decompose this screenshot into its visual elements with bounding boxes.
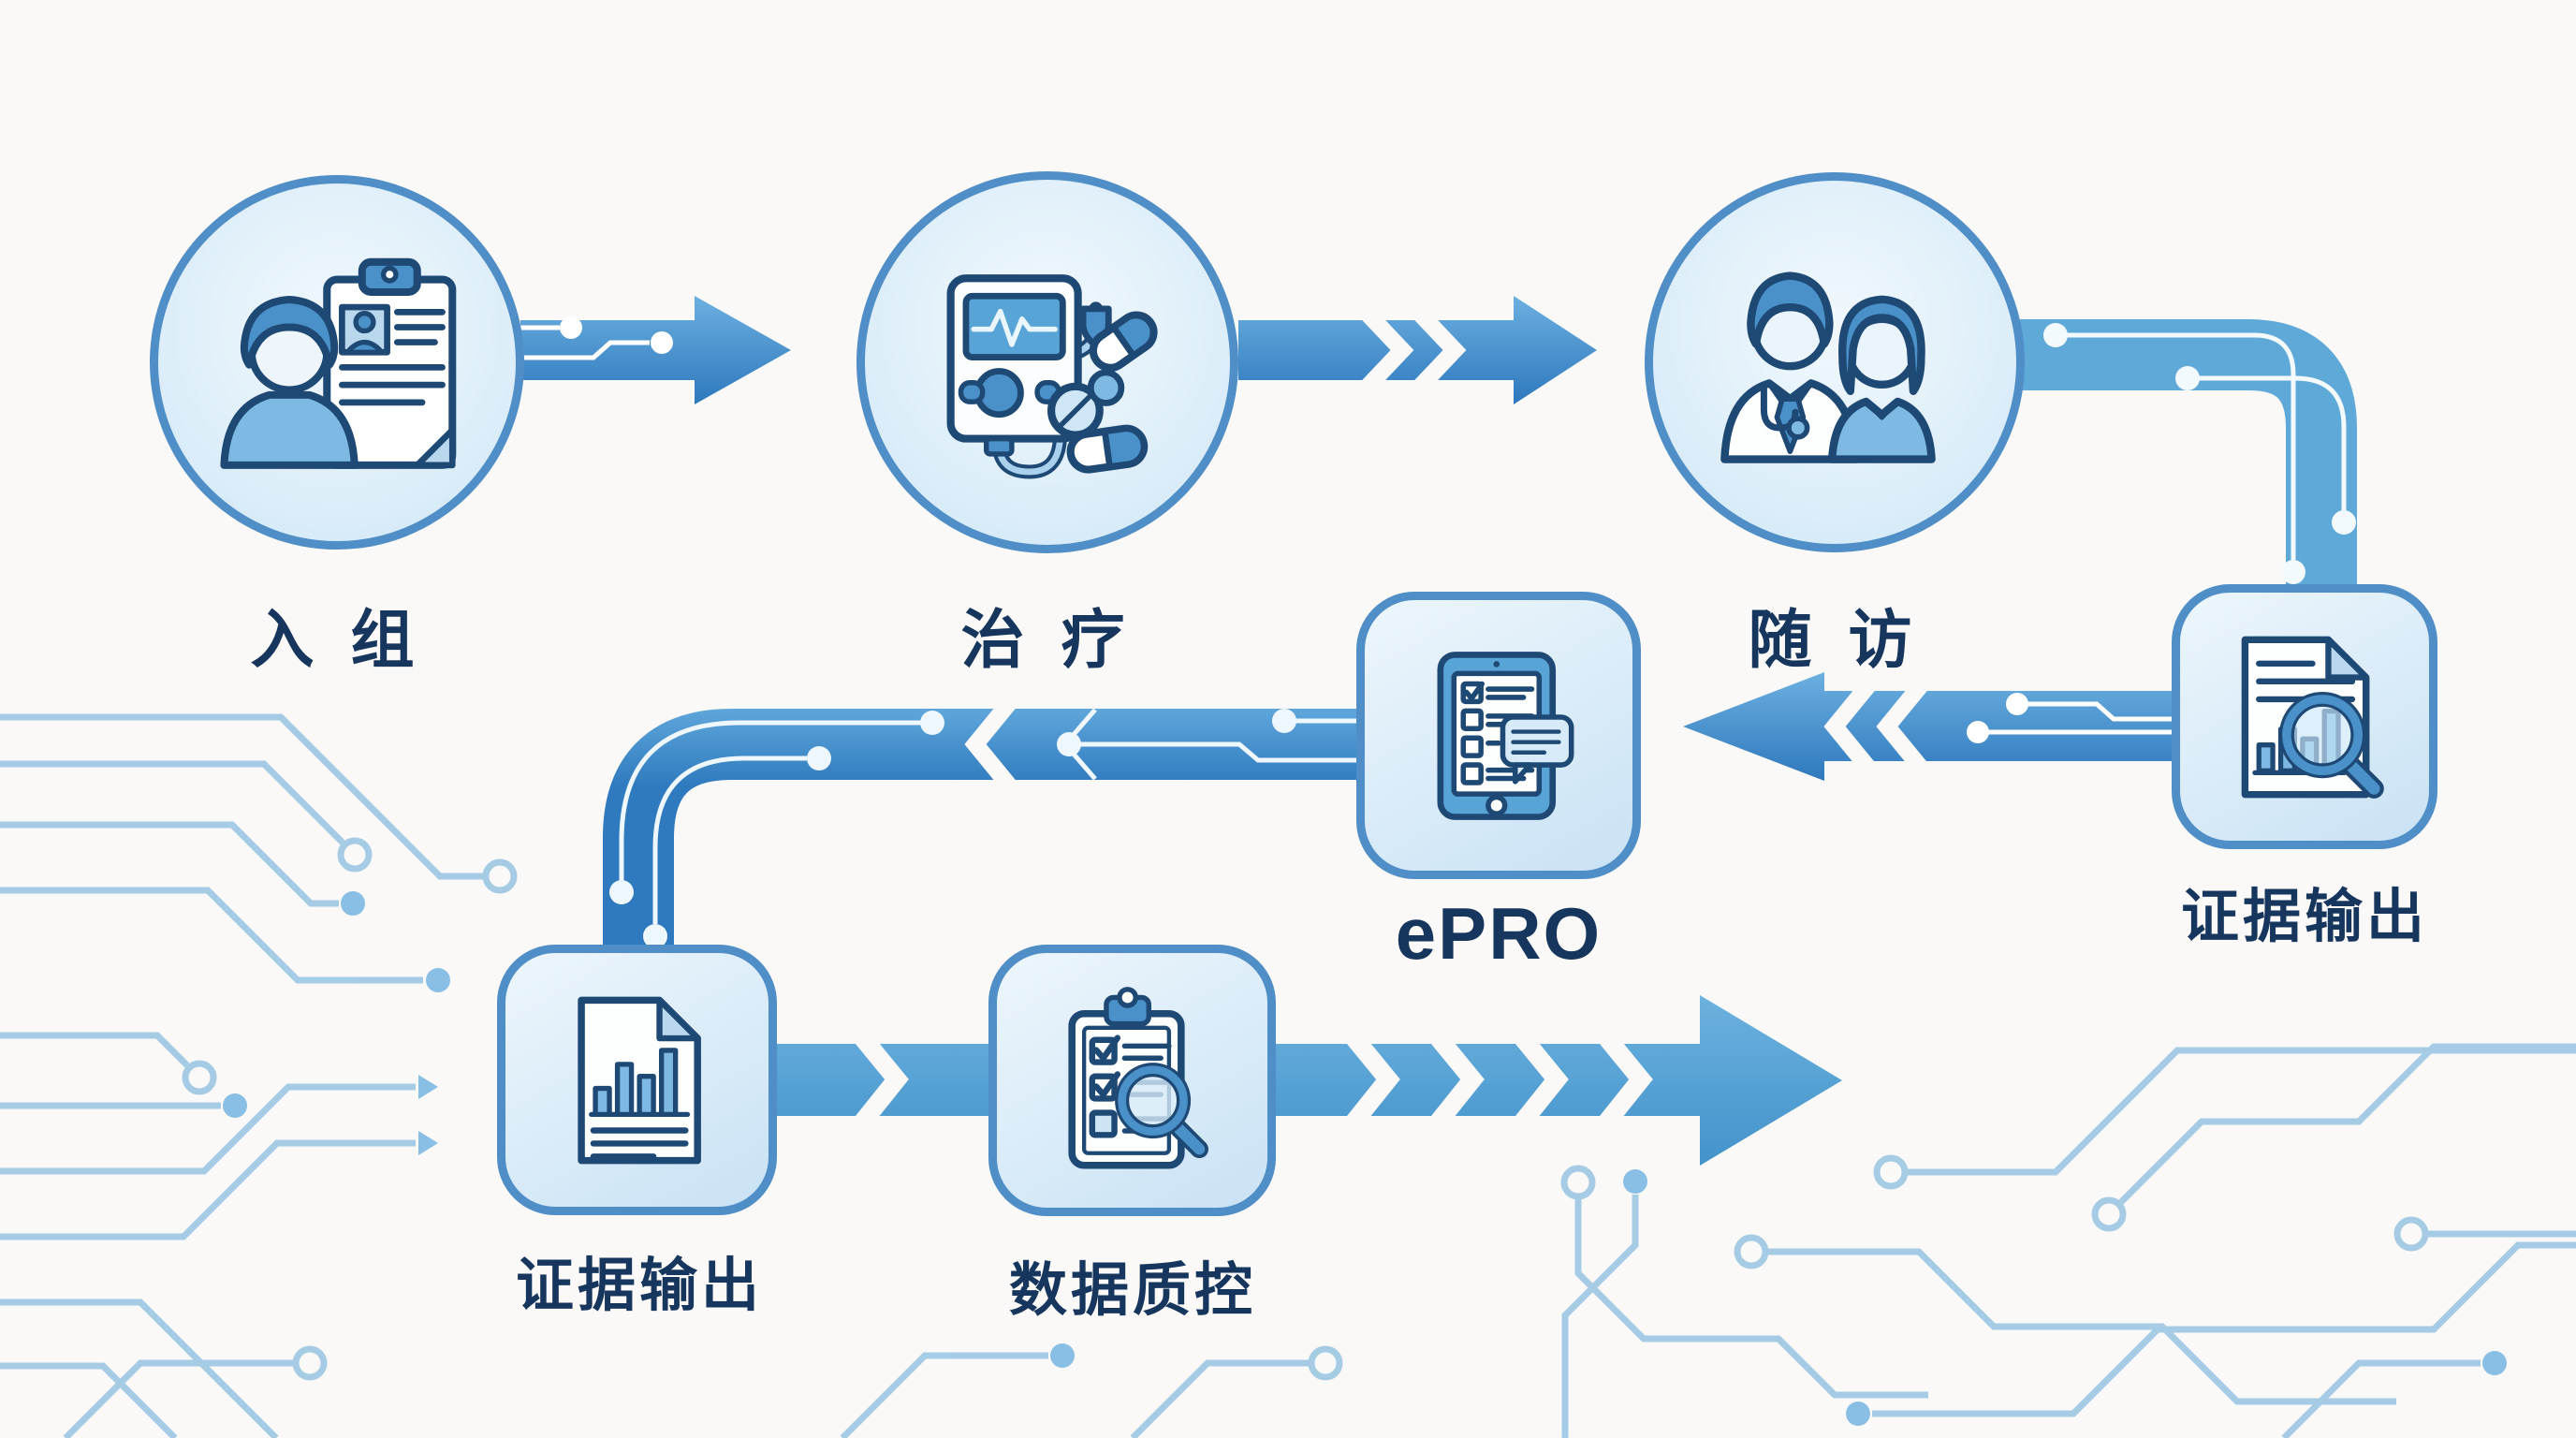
clipboard-check-magnifier-icon (1067, 987, 1208, 1169)
node-label-treatment: 治 疗 (960, 605, 1134, 676)
node-label-epro: ePRO (1395, 892, 1603, 975)
arrow-treatment-to-followup (1238, 296, 1597, 404)
node-enroll (150, 175, 524, 550)
node-label-followup: 随 访 (1748, 605, 1922, 676)
node-epro (1356, 592, 1641, 879)
node-evidence-output-top (2172, 584, 2437, 849)
patient-id-clipboard-icon (220, 257, 457, 469)
node-label-evidence-output-top: 证据输出 (2180, 885, 2428, 949)
doctor-and-patient-icon (1720, 271, 1936, 463)
node-label-data-qc: 数据质控 (1008, 1258, 1256, 1323)
report-with-magnifier-icon (2241, 636, 2384, 799)
tablet-questionnaire-icon (1437, 651, 1574, 820)
node-evidence-output-bottom (497, 945, 777, 1215)
infusion-pump-pills-icon (946, 274, 1158, 479)
node-label-enroll: 入 组 (250, 605, 424, 676)
circuit-background (0, 713, 2576, 1438)
node-treatment (856, 171, 1238, 553)
node-data-qc (988, 945, 1276, 1216)
arrow-enroll-to-treatment (520, 296, 791, 404)
node-followup (1645, 172, 2025, 552)
arrow-evidence-to-qc-output (777, 995, 1842, 1166)
pipe-followup-to-evidence (1998, 319, 2357, 609)
pipe-epro-to-evidence (603, 697, 1356, 948)
node-label-evidence-output-bottom: 证据输出 (515, 1254, 763, 1318)
report-bar-chart-icon (577, 996, 701, 1164)
arrow-evidence-to-epro (1683, 672, 2172, 781)
